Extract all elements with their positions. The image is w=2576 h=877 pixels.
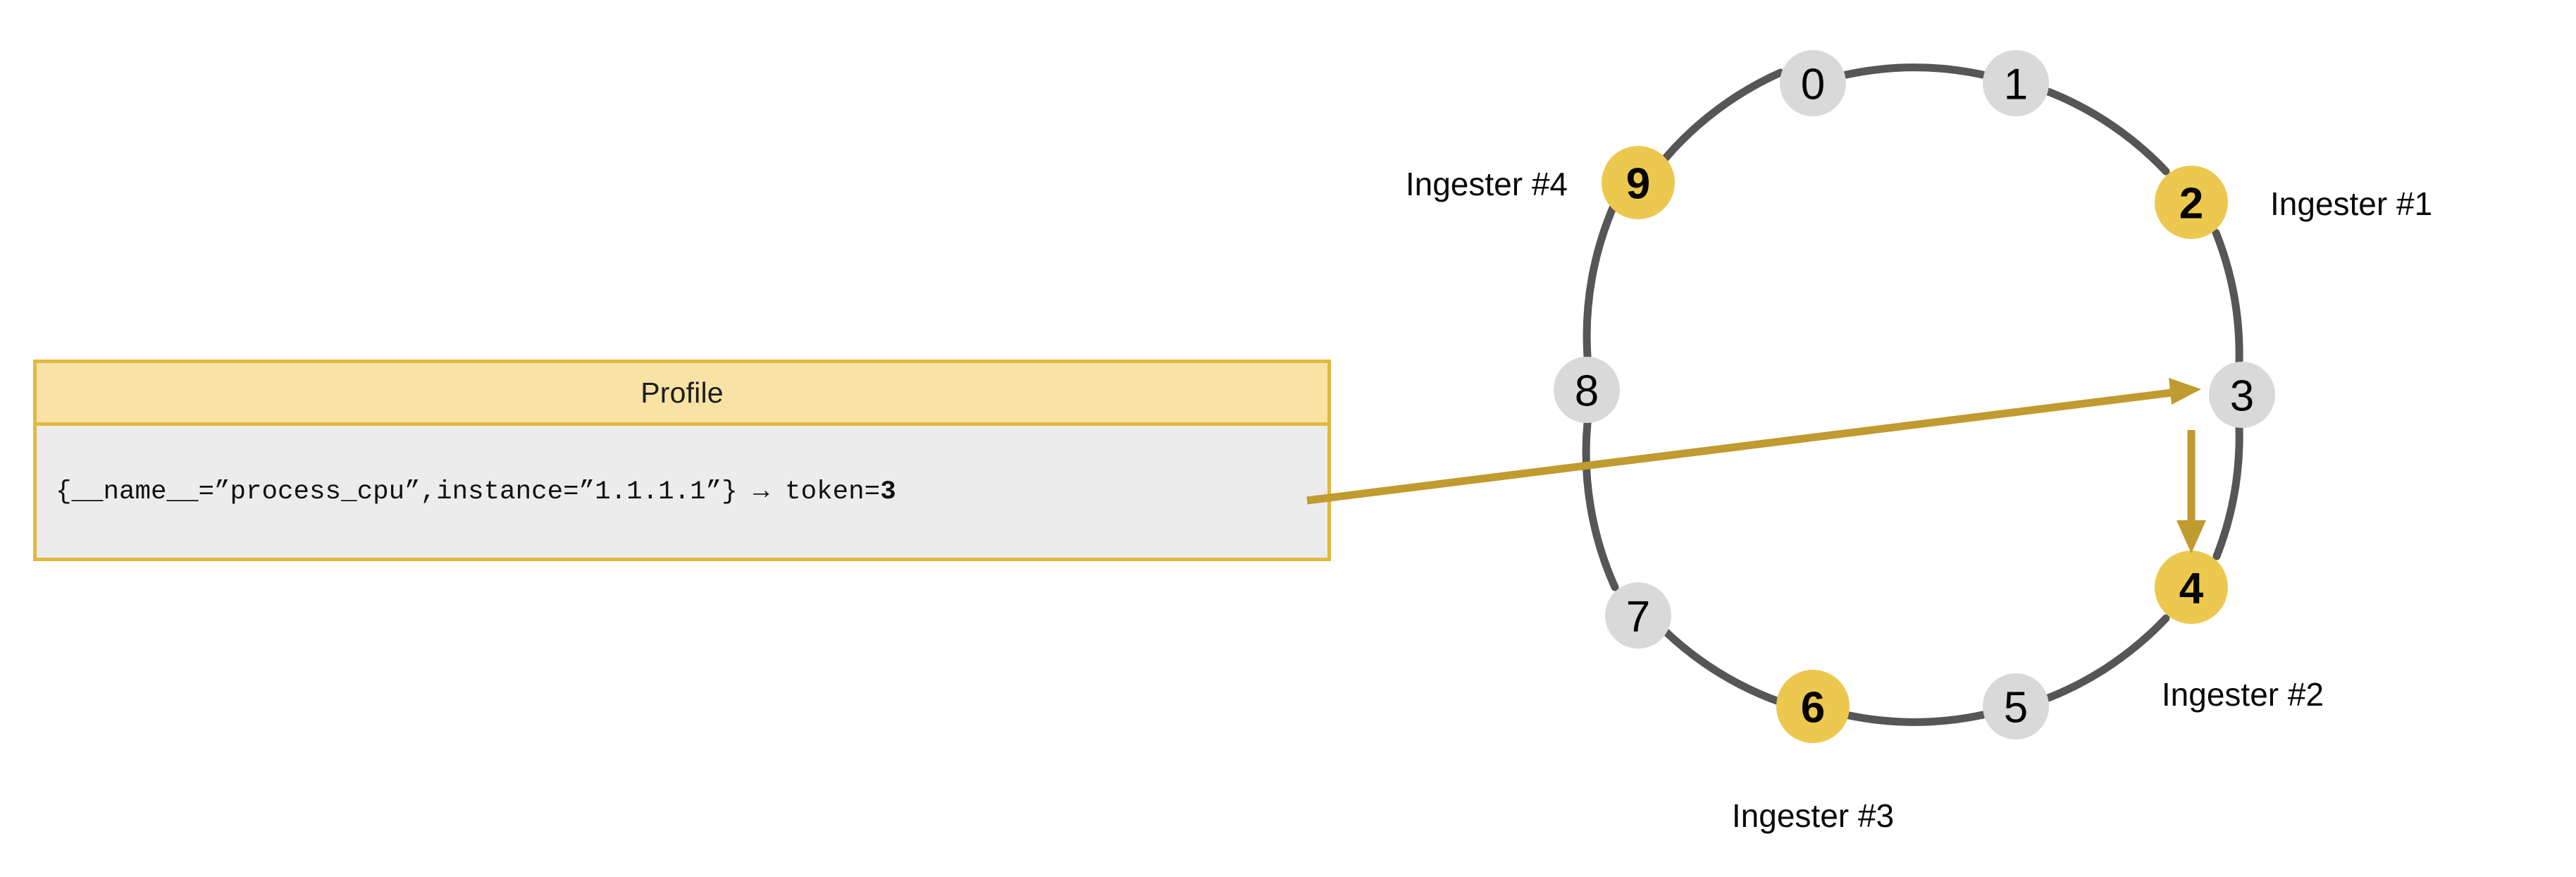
ring-node-9-circle[interactable] bbox=[1602, 146, 1675, 219]
ring-node-2-circle[interactable] bbox=[2155, 166, 2228, 239]
ring-node-8-label: 8 bbox=[1575, 367, 1599, 416]
ring-node-3-circle[interactable] bbox=[2209, 362, 2275, 428]
ring-node-4[interactable]: 4 bbox=[2155, 551, 2228, 624]
ingester-label-3: Ingester #3 bbox=[1732, 797, 1894, 834]
ring-edge-0-1 bbox=[1842, 63, 1987, 79]
ring-edge-9-0 bbox=[1661, 68, 1785, 162]
ring-edge-1-2 bbox=[2044, 87, 2170, 176]
ring-nodes: 0 1 2 3 4 5 6 7 bbox=[1554, 50, 2275, 743]
lookup-arrow-line bbox=[1306, 388, 2178, 505]
ring-node-4-label: 4 bbox=[2179, 565, 2204, 613]
flow-arrows bbox=[1306, 378, 2206, 553]
ring-node-5[interactable]: 5 bbox=[1983, 673, 2049, 740]
profile-series-expression: {__name__=”process_cpu”,instance=”1.1.1.… bbox=[56, 477, 896, 507]
ring-node-9-label: 9 bbox=[1626, 160, 1650, 209]
ring-node-8-circle[interactable] bbox=[1554, 357, 1620, 423]
ingester-label-4: Ingester #4 bbox=[1406, 166, 1568, 202]
ring-node-0-circle[interactable] bbox=[1780, 50, 1846, 116]
ring-node-2[interactable]: 2 bbox=[2155, 166, 2228, 239]
ring-node-7-circle[interactable] bbox=[1605, 582, 1671, 649]
ring-node-0[interactable]: 0 bbox=[1780, 50, 1846, 116]
lookup-arrow-head bbox=[2169, 378, 2201, 405]
ring-edges bbox=[1582, 63, 2243, 726]
ring-node-6-label: 6 bbox=[1801, 684, 1825, 732]
ring-edge-6-7 bbox=[1661, 627, 1785, 706]
profile-card-header: Profile bbox=[37, 363, 1327, 426]
ring-node-6[interactable]: 6 bbox=[1776, 670, 1850, 743]
profile-card-body: {__name__=”process_cpu”,instance=”1.1.1.… bbox=[37, 426, 1327, 558]
ring-node-5-circle[interactable] bbox=[1983, 673, 2049, 740]
profile-token-value: 3 bbox=[880, 477, 896, 507]
ingester-label-2: Ingester #2 bbox=[2162, 676, 2324, 713]
ring-edge-3-4 bbox=[2212, 424, 2243, 560]
ring-node-7-label: 7 bbox=[1626, 593, 1650, 642]
ring-node-1[interactable]: 1 bbox=[1983, 50, 2049, 116]
profile-card: Profile {__name__=”process_cpu”,instance… bbox=[33, 360, 1331, 561]
ring-edge-7-8 bbox=[1582, 419, 1619, 591]
ring-node-0-label: 0 bbox=[1801, 61, 1825, 109]
ring-node-6-circle[interactable] bbox=[1776, 670, 1850, 743]
ring-edge-2-3 bbox=[2212, 228, 2243, 366]
ring-node-3-label: 3 bbox=[2230, 372, 2254, 421]
ring-node-1-circle[interactable] bbox=[1983, 50, 2049, 116]
ring-node-2-label: 2 bbox=[2179, 180, 2203, 228]
profile-series-prefix: {__name__=”process_cpu”,instance=”1.1.1.… bbox=[56, 477, 881, 507]
ingester-labels: Ingester #1 Ingester #2 Ingester #3 Inge… bbox=[1406, 166, 2432, 834]
ring-node-8[interactable]: 8 bbox=[1554, 357, 1620, 423]
ring-node-3[interactable]: 3 bbox=[2209, 362, 2275, 428]
ring-node-9[interactable]: 9 bbox=[1602, 146, 1675, 219]
ring-node-5-label: 5 bbox=[2004, 684, 2028, 732]
replication-arrow-head bbox=[2176, 520, 2206, 553]
ring-edge-8-9 bbox=[1583, 199, 1619, 361]
ring-edge-5-6 bbox=[1842, 711, 1987, 726]
ingester-label-1: Ingester #1 bbox=[2270, 185, 2432, 222]
ring-node-1-label: 1 bbox=[2004, 61, 2028, 109]
ring-node-7[interactable]: 7 bbox=[1605, 582, 1671, 649]
ring-node-4-circle[interactable] bbox=[2155, 551, 2228, 624]
ring-edge-4-5 bbox=[2044, 614, 2170, 702]
profile-card-title: Profile bbox=[640, 376, 724, 409]
